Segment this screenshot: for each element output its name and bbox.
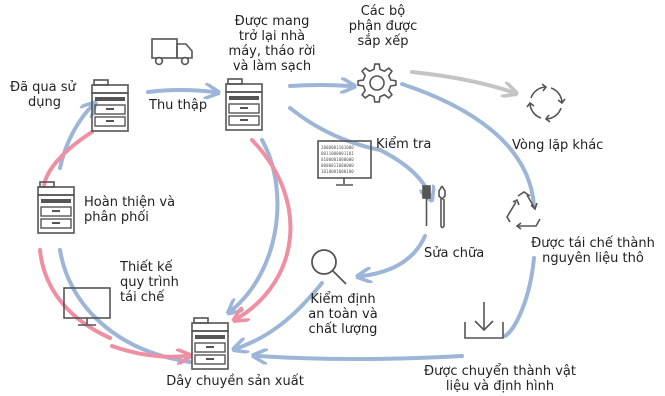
monitor-code-line: 1000001101000: [321, 145, 354, 150]
label-line: Thiết kế: [120, 260, 173, 275]
cycle-arrows-icon: [526, 83, 566, 123]
arrow-pink-left-lower: [38, 248, 112, 340]
arrow-other-loop: [410, 70, 512, 92]
monitor-code-line: 0000011000000: [321, 163, 354, 168]
label-line: Được mang: [234, 14, 310, 29]
wrench-screwdriver-icon: [422, 185, 446, 229]
label-line: nguyên liệu thô: [542, 251, 644, 266]
copier-icon: [225, 78, 263, 131]
monitor-code-line: 0100001000000: [321, 157, 354, 162]
label-line: sắp xếp: [357, 34, 409, 49]
label-collect: Thu thập: [149, 98, 208, 113]
label-line: tái chế: [120, 290, 165, 305]
arrow-finish-used: [58, 106, 92, 170]
download-tray-icon: [464, 302, 504, 339]
arrow-sort-recycle: [400, 82, 536, 208]
monitor-icon: 1000001101000 0011000001101 010000100000…: [317, 140, 372, 186]
label-other-loop: Vòng lặp khác: [512, 138, 604, 153]
label-inspect: Kiểm tra: [376, 137, 432, 152]
label-line: chất lượng: [308, 322, 378, 337]
label-material: Được chuyển thành vật liệu và định hình: [424, 364, 576, 394]
arrow-to-sort: [288, 85, 350, 86]
label-used: Đã qua sử dụng: [10, 80, 76, 110]
arrow-safety-production: [238, 281, 324, 348]
arrow-collect: [146, 90, 214, 92]
label-safety: Kiểm định an toàn và chất lượng: [308, 292, 377, 337]
arrow-recycle-material: [503, 256, 536, 338]
copier-icon: [191, 317, 229, 370]
arrow-repair-safety: [362, 234, 427, 276]
label-returned: Được mang trở lại nhà máy, tháo rời và l…: [229, 14, 316, 74]
recycle-icon: [506, 191, 541, 230]
label-line: Được tái chế thành: [531, 236, 655, 251]
copier-icon: [37, 181, 75, 234]
label-design: Thiết kế quy trình tái chế: [120, 260, 179, 305]
copier-icon: [91, 79, 129, 132]
arrow-pink-reuse: [238, 138, 293, 318]
truck-icon: [151, 38, 193, 66]
label-line: Các bộ: [360, 4, 406, 19]
label-line: quy trình: [120, 275, 179, 290]
label-line: Hoàn thiện và: [84, 195, 176, 210]
monitor-code-line: 0011000001101: [321, 151, 354, 156]
label-line: trở lại nhà: [238, 29, 306, 44]
label-recycled: Được tái chế thành nguyên liệu thô: [531, 236, 655, 266]
label-line: và làm sạch: [232, 59, 312, 74]
label-finish: Hoàn thiện và phân phối: [84, 195, 175, 225]
label-line: dụng: [28, 95, 61, 110]
magnifier-icon: [311, 249, 347, 285]
label-line: liệu và định hình: [445, 379, 555, 394]
label-line: an toàn và: [308, 307, 378, 322]
label-line: Đã qua sử: [10, 80, 76, 95]
label-production: Dây chuyền sản xuất: [166, 374, 304, 389]
arrow-material-production: [258, 356, 464, 359]
monitor-code-line: 1010001000100: [321, 169, 354, 174]
monitor-icon: [63, 287, 111, 326]
label-line: phân phối: [84, 210, 149, 225]
label-repair: Sửa chữa: [424, 246, 485, 261]
label-line: máy, tháo rời: [228, 44, 316, 59]
label-line: Được chuyển thành vật: [424, 364, 576, 379]
arrow-to-inspect: [288, 106, 382, 152]
label-sorted: Các bộ phận được sắp xếp: [349, 4, 417, 49]
arrow-pink-design-production: [110, 344, 186, 357]
label-line: phận được: [348, 19, 418, 34]
label-line: Kiểm định: [310, 292, 376, 307]
gear-icon: [357, 63, 397, 103]
